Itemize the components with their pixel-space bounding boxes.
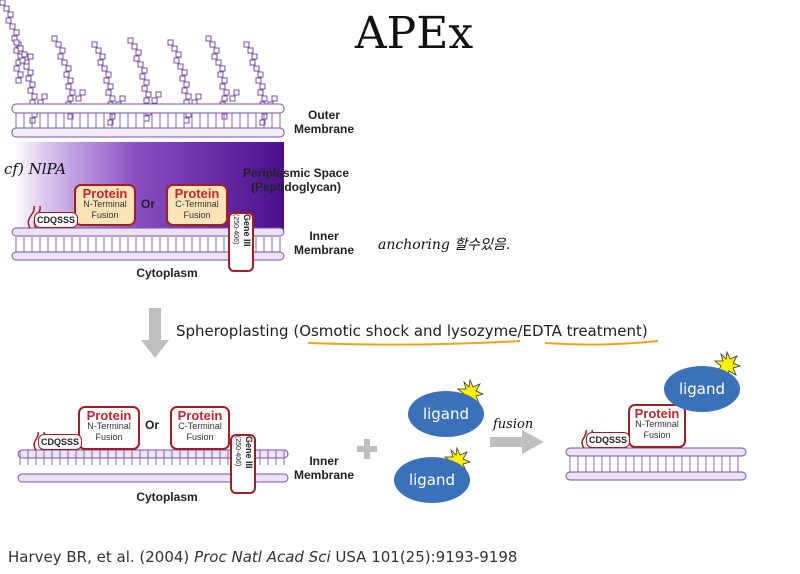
result-cdqsss-tag: CDQSSS (586, 432, 630, 448)
outer-membrane (11, 103, 285, 138)
protein-n-subtitle: N-Terminal Fusion (83, 199, 127, 220)
underline-edta (544, 340, 659, 346)
gene-iii-range: (250-406) (232, 214, 239, 245)
bottom-cdqsss-tag: CDQSSS (38, 434, 82, 450)
protein-n-terminal-box: Protein N-Terminal Fusion (74, 184, 136, 226)
handwritten-anchoring-note: anchoring 할수있음. (378, 237, 511, 253)
bottom-or-label: Or (144, 418, 159, 432)
bottom-protein-n-subtitle: N-Terminal Fusion (87, 421, 131, 442)
result-protein-box: Protein N-Terminal Fusion (628, 404, 686, 448)
cytoplasm-label: Cytoplasm (136, 266, 198, 280)
bottom-inner-membrane (17, 449, 289, 483)
result-protein-title: Protein (634, 406, 680, 421)
bottom-protein-n-title: Protein (86, 408, 132, 423)
bottom-protein-c-title: Protein (177, 408, 223, 423)
bottom-inner-membrane-label: Inner Membrane (293, 454, 355, 482)
fusion-arrow-head (522, 430, 544, 454)
citation-details: USA 101(25):9193-9198 (330, 548, 518, 566)
ligand-ellipse-2: ligand (394, 457, 470, 503)
fusion-label: fusion (493, 417, 534, 432)
bottom-protein-c-box: Protein C-Terminal Fusion (170, 406, 230, 450)
outer-membrane-label: Outer Membrane (293, 108, 355, 136)
bottom-protein-c-subtitle: C-Terminal Fusion (178, 421, 222, 442)
handwritten-nipa-note: cf) NlPA (4, 160, 67, 178)
cdqsss-tag: CDQSSS (34, 212, 78, 228)
gene-iii-box: Gene III (250-406) (228, 212, 254, 272)
protein-c-terminal-box: Protein C-Terminal Fusion (166, 184, 228, 226)
plus-vertical (364, 439, 370, 459)
spheroplasting-slash: / (517, 322, 523, 340)
result-protein-subtitle: N-Terminal Fusion (635, 419, 679, 440)
down-arrow-shaft (149, 308, 161, 342)
protein-n-title: Protein (82, 186, 128, 201)
spheroplasting-caption: Spheroplasting (Osmotic shock and lysozy… (176, 322, 648, 340)
lps-chains (0, 0, 278, 126)
bottom-gene-iii-range: (250-406) (234, 436, 241, 467)
bottom-protein-n-box: Protein N-Terminal Fusion (78, 406, 140, 450)
inner-membrane-label: Inner Membrane (293, 229, 355, 257)
page-title: APEx (354, 8, 474, 59)
citation-journal: Proc Natl Acad Sci (194, 548, 331, 566)
periplasmic-space-label: Periplasmic Space (Peptidoglycan) (242, 166, 350, 194)
gene-iii-label: Gene III (242, 214, 252, 247)
inner-membrane (11, 227, 285, 261)
fusion-arrow-shaft (490, 437, 524, 447)
citation-authors: Harvey BR, et al. (2004) (8, 548, 195, 566)
protein-c-title: Protein (174, 186, 220, 201)
ligand-ellipse-1: ligand (408, 391, 484, 437)
citation: Harvey BR, et al. (2004) Proc Natl Acad … (8, 548, 517, 566)
result-ligand-ellipse: ligand (664, 366, 740, 412)
underline-osmotic (307, 340, 521, 346)
bottom-gene-iii-label: Gene III (244, 436, 254, 469)
spheroplasting-osmotic: Osmotic shock and lysozyme (299, 322, 518, 340)
bottom-cytoplasm-label: Cytoplasm (136, 490, 198, 504)
or-label: Or (140, 197, 155, 211)
bottom-gene-iii-box: Gene III (250-406) (230, 434, 256, 494)
down-arrow-head (141, 340, 169, 358)
spheroplasting-suffix: ) (641, 322, 648, 340)
spheroplasting-prefix: Spheroplasting ( (176, 322, 300, 340)
result-membrane (565, 447, 747, 481)
spheroplasting-edta: EDTA treatment (522, 322, 642, 340)
protein-c-subtitle: C-Terminal Fusion (175, 199, 219, 220)
